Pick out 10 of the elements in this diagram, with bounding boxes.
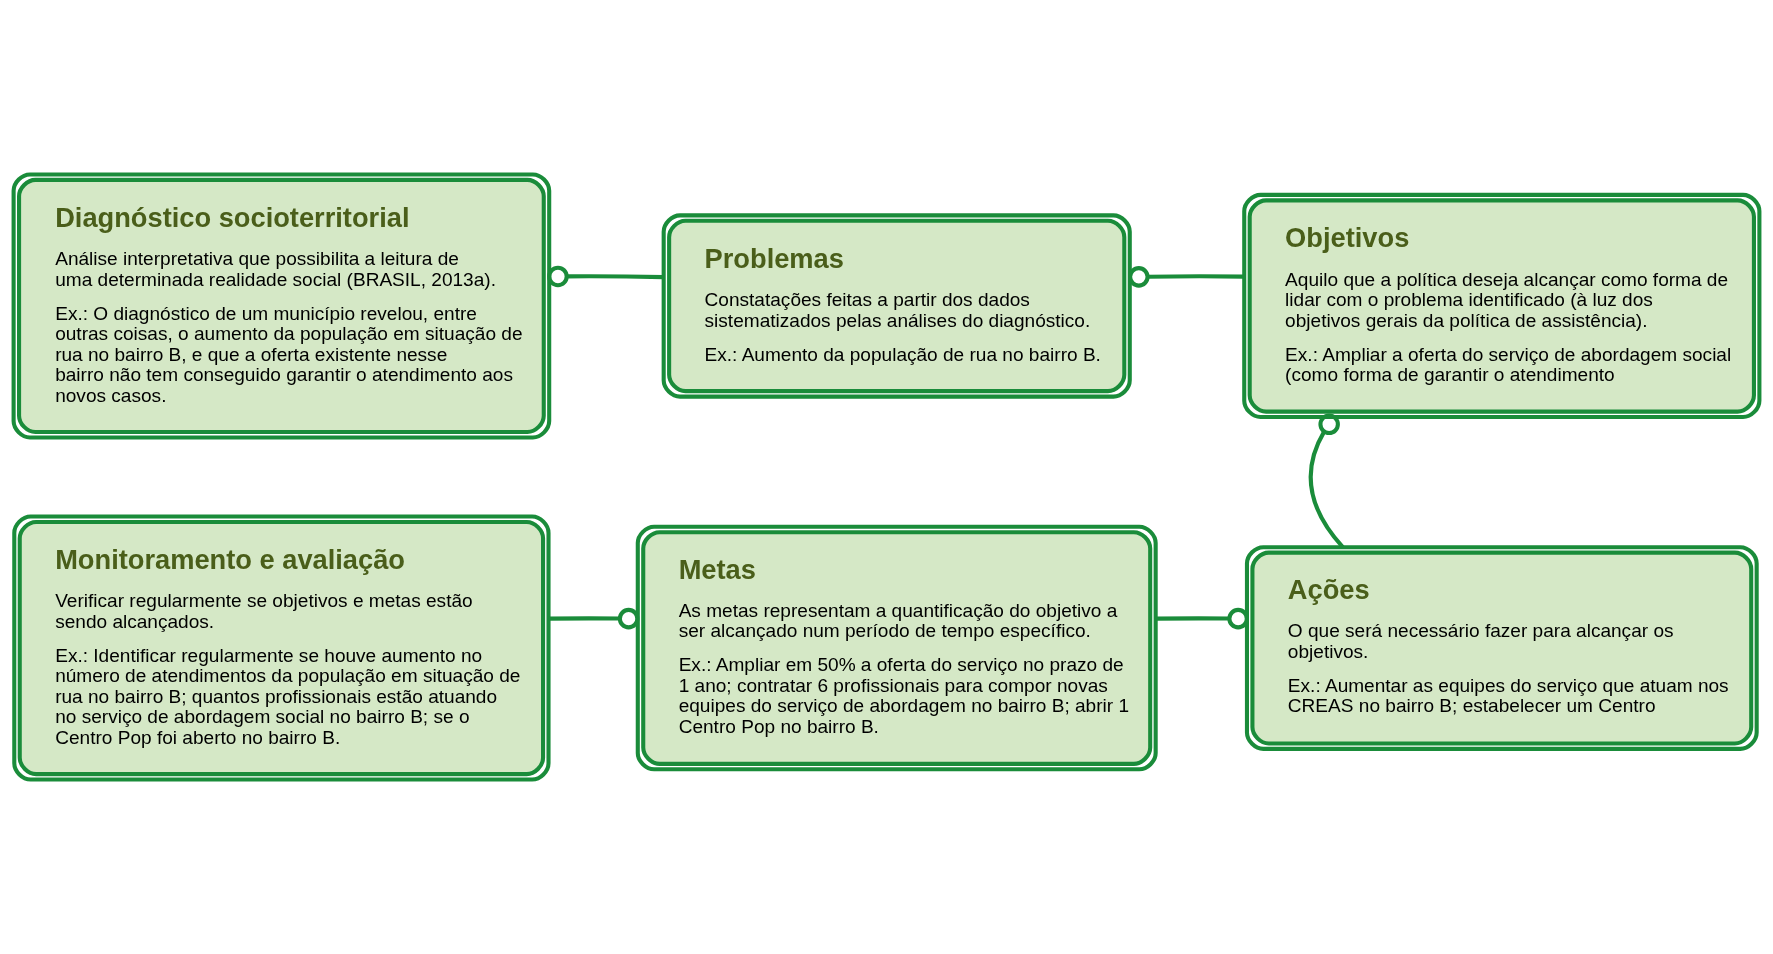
connector [548,607,640,630]
node-box: Diagnóstico socioterritorial Análise interpretativa que possibilita a leitura de uma determinada realidade social (BRASIL, 2013a). Ex.: O diagnóstico de um município revelou, entre outras coisas, o aumento da população em situação de rua no bairro B, e que a oferta existente nesse bairro não tem conseguido garantir o atendimento aos novos casos. [11,172,552,440]
node-box: Ações O que será necessário fazer para alcançar os objetivos. Ex.: Aumentar as equipes do serviço que atuam nos CREAS no bairro B; estabelecer um Centro [1244,545,1759,751]
connector [1128,266,1245,288]
node-box: Monitoramento e avaliação Verificar regularmente se objetivos e metas estão sendo alcançados. Ex.: Identificar regularmente se houve aumento no número de atendimentos da população em situação de rua no bairro B; quantos profissionais estão atuando no serviço de abordagem social no bairro B; se o Centro Pop foi aberto no bairro B. [12,514,551,782]
node-box: Objetivos Aquilo que a política deseja alcançar como forma de lidar com o problema identificado (à luz dos objetivos gerais da política de assistência). Ex.: Ampliar a oferta do serviço de abordagem social (como forma de garantir o atendimento [1242,192,1762,420]
node-box: Problemas Constatações feitas a partir dos dados sistematizados pelas análises do diagnóstico. Ex.: Aumento da população de rua no bairro B. [661,213,1132,399]
connector [1308,413,1345,549]
node-box: Metas As metas representam a quantificação do objetivo a ser alcançado num período de tempo específico. Ex.: Ampliar em 50% a oferta do serviço no prazo de 1 ano; contratar 6 profissionais para compor novas equipes do serviço de abordagem no bairro B; abrir 1 Centro Pop no bairro B. [635,524,1158,772]
connector [547,265,664,288]
